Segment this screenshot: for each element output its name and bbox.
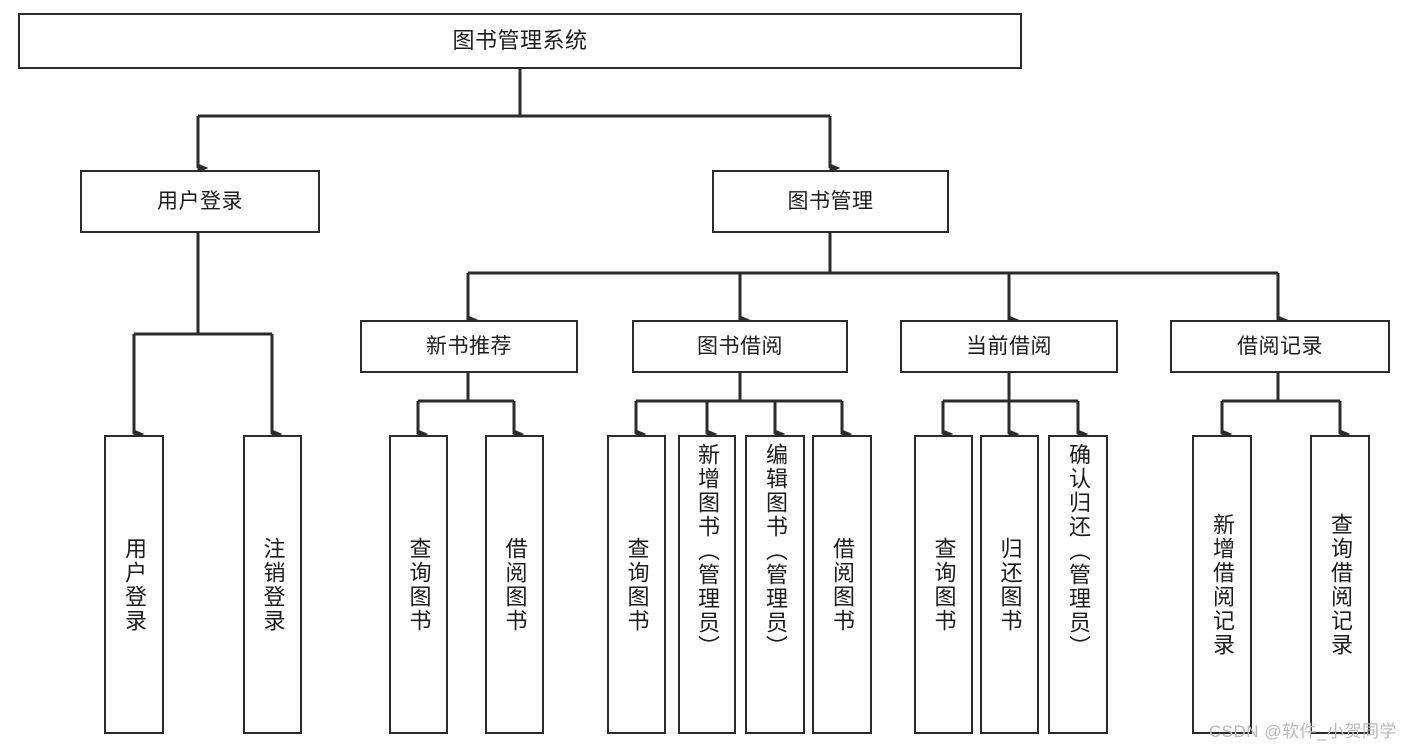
node-leaf-borrow-book-2-label: 借阅图书 bbox=[830, 536, 855, 633]
node-root-system[interactable]: 图书管理系统 bbox=[18, 13, 1022, 69]
node-leaf-confirm-return[interactable]: 确认归还（管理员） bbox=[1048, 435, 1108, 734]
node-new-book-recommend-label: 新书推荐 bbox=[426, 334, 512, 358]
node-leaf-borrow-book-1[interactable]: 借阅图书 bbox=[485, 435, 544, 734]
node-new-book-recommend[interactable]: 新书推荐 bbox=[360, 320, 578, 373]
node-leaf-logout-login[interactable]: 注销登录 bbox=[243, 435, 302, 734]
node-leaf-query-book-3-label: 查询图书 bbox=[931, 536, 957, 633]
node-book-borrow-label: 图书借阅 bbox=[697, 334, 783, 358]
node-leaf-return-book-label: 归还图书 bbox=[997, 536, 1023, 633]
node-leaf-query-book-2[interactable]: 查询图书 bbox=[607, 435, 666, 734]
node-leaf-user-login[interactable]: 用户登录 bbox=[104, 435, 164, 734]
node-current-borrow[interactable]: 当前借阅 bbox=[900, 320, 1118, 373]
node-leaf-return-book[interactable]: 归还图书 bbox=[980, 435, 1039, 734]
node-leaf-query-record-label: 查询借阅记录 bbox=[1328, 512, 1353, 657]
node-leaf-edit-book-label: 编辑图书（管理员） bbox=[763, 443, 788, 659]
node-leaf-confirm-return-label: 确认归还（管理员） bbox=[1066, 443, 1091, 659]
node-leaf-add-book[interactable]: 新增图书（管理员） bbox=[678, 435, 736, 734]
node-book-manage[interactable]: 图书管理 bbox=[712, 170, 949, 233]
node-leaf-query-record[interactable]: 查询借阅记录 bbox=[1310, 435, 1370, 734]
node-leaf-borrow-book-1-label: 借阅图书 bbox=[502, 536, 528, 633]
node-leaf-add-book-label: 新增图书（管理员） bbox=[695, 443, 720, 659]
node-leaf-logout-login-label: 注销登录 bbox=[260, 536, 286, 633]
node-current-borrow-label: 当前借阅 bbox=[966, 334, 1052, 358]
node-user-login-label: 用户登录 bbox=[157, 189, 243, 213]
node-leaf-add-record[interactable]: 新增借阅记录 bbox=[1192, 435, 1252, 734]
node-root-system-label: 图书管理系统 bbox=[452, 27, 588, 53]
node-leaf-query-book-1-label: 查询图书 bbox=[406, 536, 432, 633]
node-leaf-user-login-label: 用户登录 bbox=[122, 536, 147, 633]
node-leaf-edit-book[interactable]: 编辑图书（管理员） bbox=[745, 435, 805, 734]
node-book-manage-label: 图书管理 bbox=[787, 189, 874, 213]
node-leaf-query-book-1[interactable]: 查询图书 bbox=[389, 435, 448, 734]
watermark-text: CSDN @软件_小贺同学 bbox=[1208, 722, 1397, 741]
node-leaf-borrow-book-2[interactable]: 借阅图书 bbox=[812, 435, 872, 734]
node-user-login[interactable]: 用户登录 bbox=[80, 170, 320, 233]
node-borrow-record-label: 借阅记录 bbox=[1237, 334, 1323, 358]
node-book-borrow[interactable]: 图书借阅 bbox=[632, 320, 848, 373]
node-leaf-query-book-2-label: 查询图书 bbox=[624, 536, 650, 633]
node-leaf-query-book-3[interactable]: 查询图书 bbox=[914, 435, 973, 734]
node-borrow-record[interactable]: 借阅记录 bbox=[1170, 320, 1390, 373]
node-leaf-add-record-label: 新增借阅记录 bbox=[1210, 512, 1235, 657]
